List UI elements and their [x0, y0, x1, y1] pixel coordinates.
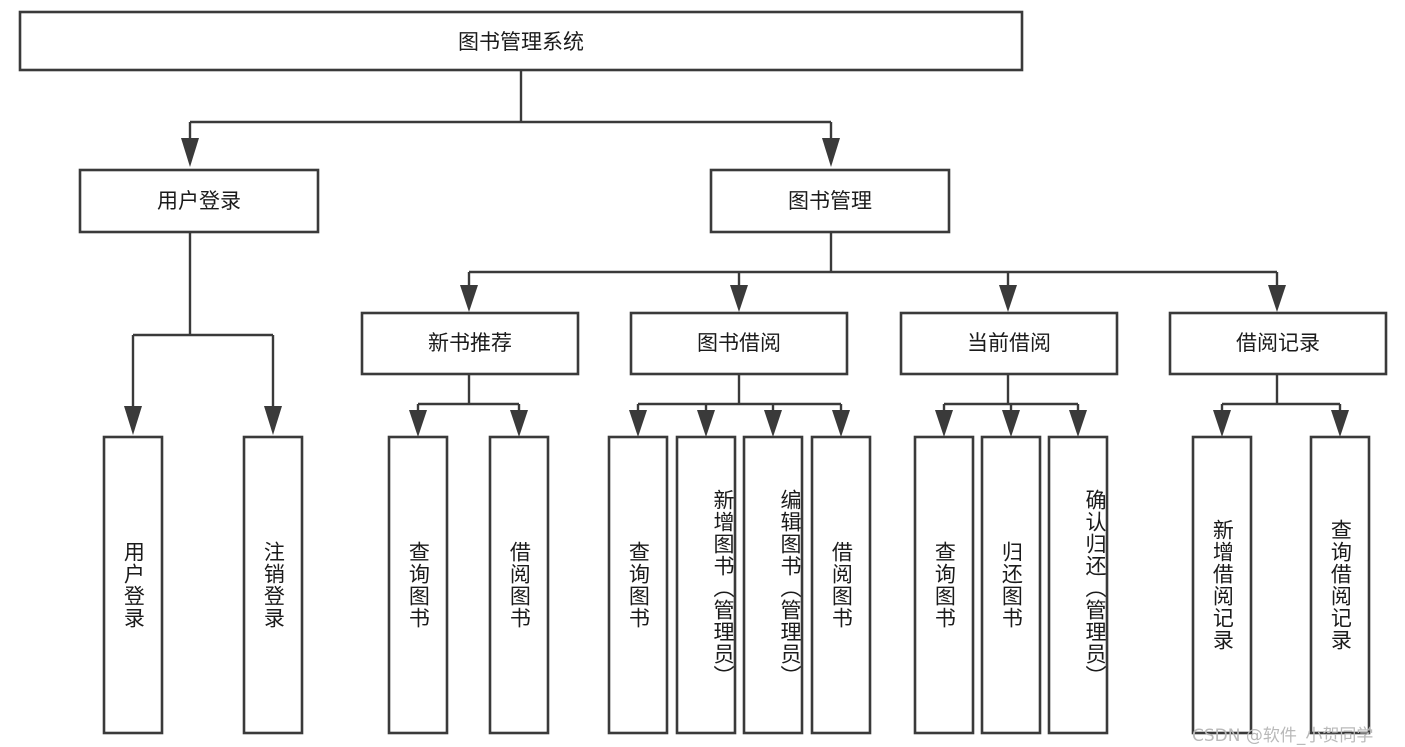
- arrow-bookmgmt-child-2: [730, 285, 748, 312]
- arrow-newbook-leaf-1: [409, 410, 427, 437]
- node-leaf-borrow-add-book-admin[interactable]: [675, 435, 737, 735]
- connector-layer: [124, 70, 1349, 437]
- label-borrow-records: 借阅记录: [1236, 331, 1320, 355]
- node-current-borrow[interactable]: [899, 311, 1119, 376]
- label-new-book-recommend: 新书推荐: [428, 331, 512, 355]
- node-leaf-borrow-borrow-book[interactable]: [810, 435, 872, 735]
- node-leaf-current-return-book[interactable]: [980, 435, 1042, 735]
- node-leaf-user-login-login[interactable]: [102, 435, 164, 735]
- node-leaf-newbook-borrow-book[interactable]: [488, 435, 550, 735]
- node-leaf-newbook-query-book[interactable]: [387, 435, 449, 735]
- node-book-management[interactable]: [709, 168, 951, 234]
- arrow-root-to-user-login: [181, 138, 199, 167]
- arrow-records-leaf-1: [1213, 410, 1231, 437]
- node-leaf-borrow-edit-book-admin[interactable]: [742, 435, 804, 735]
- arrow-records-leaf-2: [1331, 410, 1349, 437]
- arrow-borrow-leaf-1: [629, 410, 647, 437]
- label-current-borrow: 当前借阅: [967, 331, 1051, 355]
- arrow-current-leaf-2: [1002, 410, 1020, 437]
- arrow-current-leaf-3: [1069, 410, 1087, 437]
- label-user-login: 用户登录: [157, 189, 241, 213]
- node-new-book-recommend[interactable]: [360, 311, 580, 376]
- node-leaf-records-query-record[interactable]: [1309, 435, 1371, 735]
- arrow-borrow-leaf-3: [764, 410, 782, 437]
- label-book-borrow: 图书借阅: [697, 331, 781, 355]
- arrow-borrow-leaf-2: [697, 410, 715, 437]
- label-root-title: 图书管理系统: [458, 30, 584, 54]
- arrow-bookmgmt-child-1: [460, 285, 478, 312]
- arrow-root-to-book-mgmt: [822, 138, 840, 167]
- arrow-bookmgmt-child-4: [1268, 285, 1286, 312]
- node-leaf-user-login-logout[interactable]: [242, 435, 304, 735]
- label-layer: 图书管理系统 用户登录 图书管理 新书推荐 图书借阅 当前借阅 借阅记录: [157, 30, 1320, 355]
- node-user-login[interactable]: [78, 168, 320, 234]
- node-root-book-management-system[interactable]: [18, 10, 1024, 72]
- arrow-borrow-leaf-4: [832, 410, 850, 437]
- node-leaf-current-confirm-return-admin[interactable]: [1047, 435, 1109, 735]
- node-leaf-current-query-book[interactable]: [913, 435, 975, 735]
- arrow-current-leaf-1: [935, 410, 953, 437]
- node-leaf-records-add-record[interactable]: [1191, 435, 1253, 735]
- node-book-borrow[interactable]: [629, 311, 849, 376]
- node-borrow-records[interactable]: [1168, 311, 1388, 376]
- arrow-userlogin-leaf-1: [124, 406, 142, 435]
- node-leaf-borrow-query-book[interactable]: [607, 435, 669, 735]
- node-layer: [18, 10, 1388, 735]
- label-book-management: 图书管理: [788, 189, 872, 213]
- watermark-credit: CSDN @软件_小贺同学: [1192, 726, 1374, 746]
- arrow-userlogin-leaf-2: [264, 406, 282, 435]
- arrow-bookmgmt-child-3: [999, 285, 1017, 312]
- arrow-newbook-leaf-2: [510, 410, 528, 437]
